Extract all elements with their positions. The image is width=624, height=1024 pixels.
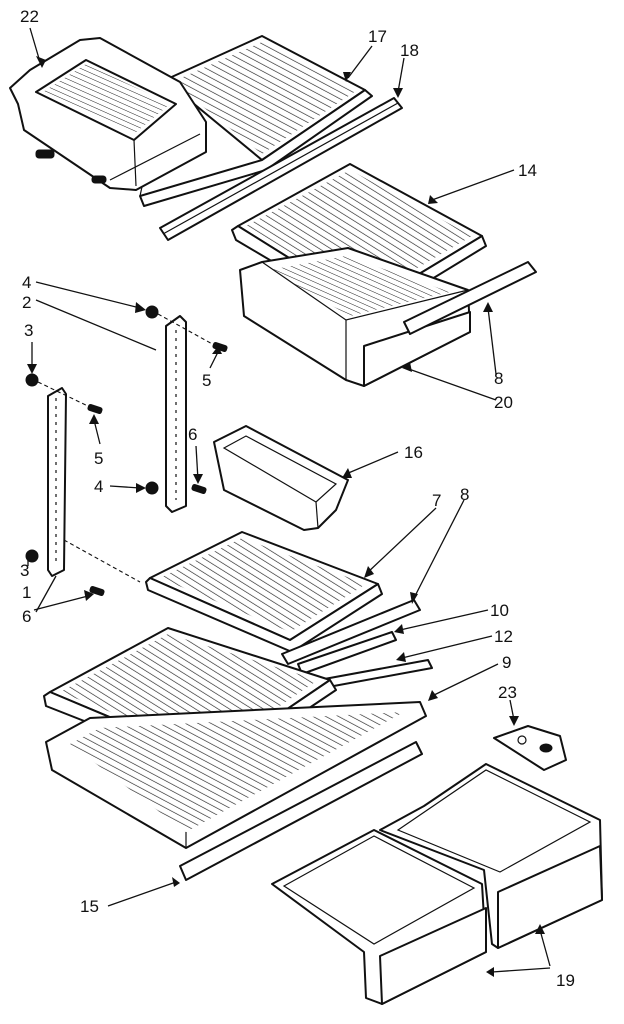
callout-1: 1 bbox=[22, 583, 31, 602]
shelf-rail-8-lower bbox=[281, 599, 421, 665]
callout-10: 10 bbox=[490, 601, 509, 620]
crisper-drawers-19 bbox=[271, 763, 603, 1005]
callout-4-upper: 4 bbox=[22, 273, 31, 292]
callout-4-lower: 4 bbox=[94, 477, 103, 496]
top-storage-bin bbox=[9, 37, 207, 191]
callout-15: 15 bbox=[80, 897, 99, 916]
callout-14: 14 bbox=[518, 161, 537, 180]
crisper-cover bbox=[45, 701, 427, 849]
crisper-drawer-20 bbox=[239, 247, 471, 387]
callout-5-lower: 5 bbox=[94, 449, 103, 468]
small-storage-bin bbox=[213, 425, 349, 531]
callout-8-lower: 8 bbox=[460, 485, 469, 504]
callout-6-upper: 6 bbox=[188, 425, 197, 444]
shelf-ladder-left bbox=[47, 387, 67, 577]
shelf-rail-8-upper bbox=[403, 261, 537, 335]
shelf-ladder-right bbox=[165, 315, 187, 513]
callout-9: 9 bbox=[502, 653, 511, 672]
crisper-rail-15 bbox=[179, 741, 423, 881]
callout-23: 23 bbox=[498, 683, 517, 702]
callout-20: 20 bbox=[494, 393, 513, 412]
small-cover-23 bbox=[493, 725, 567, 771]
callout-12: 12 bbox=[494, 627, 513, 646]
callout-labels: 22 17 18 14 4 2 3 5 8 20 6 5 4 16 7 8 3 … bbox=[20, 7, 575, 990]
callout-22: 22 bbox=[20, 7, 39, 26]
callout-17: 17 bbox=[368, 27, 387, 46]
shelf-rail-top bbox=[159, 97, 403, 241]
callout-8-upper: 8 bbox=[494, 369, 503, 388]
callout-19: 19 bbox=[556, 971, 575, 990]
leader-lines bbox=[27, 27, 551, 977]
callout-3-upper: 3 bbox=[24, 321, 33, 340]
callout-18: 18 bbox=[400, 41, 419, 60]
callout-3-lower: 3 bbox=[20, 561, 29, 580]
callout-5-upper: 5 bbox=[202, 371, 211, 390]
callout-2: 2 bbox=[22, 293, 31, 312]
callout-16: 16 bbox=[404, 443, 423, 462]
callout-7: 7 bbox=[432, 491, 441, 510]
callout-6-lower: 6 bbox=[22, 607, 31, 626]
shelf-7 bbox=[145, 531, 383, 653]
glass-shelf-14 bbox=[231, 163, 487, 319]
